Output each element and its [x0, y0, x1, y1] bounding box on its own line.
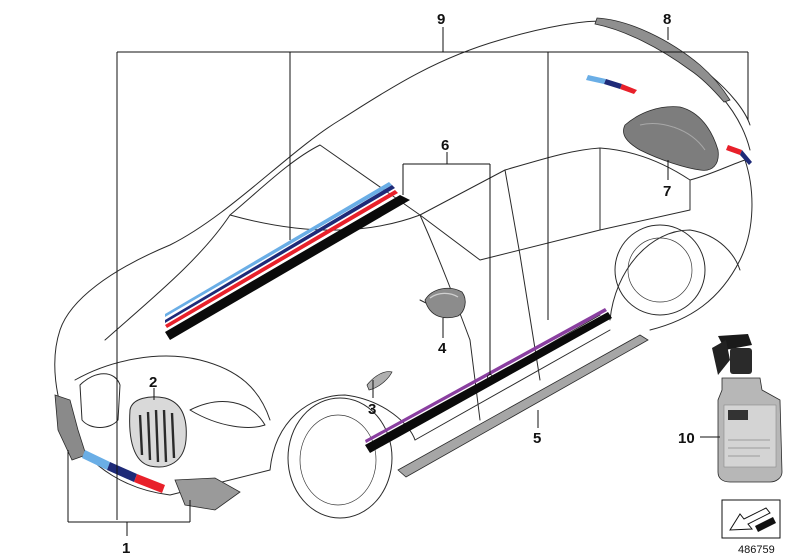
rear-spoiler-part — [594, 17, 731, 103]
side-skirt-part — [397, 334, 649, 478]
rear-side-stripe-decal — [726, 145, 752, 165]
callout-10: 10 — [678, 430, 695, 447]
rear-diffuser-part — [623, 106, 719, 171]
leader-lines — [67, 27, 749, 536]
side-gill-trim-part — [366, 371, 393, 391]
orientation-arrow-icon — [721, 499, 781, 539]
mirror-cap-part — [424, 287, 466, 319]
callout-1: 1 — [122, 540, 130, 557]
callout-7: 7 — [663, 183, 671, 200]
reference-number: 486759 — [738, 544, 775, 556]
callout-4: 4 — [438, 340, 447, 357]
trunk-stripe-decal — [586, 75, 637, 94]
callout-9: 9 — [437, 11, 445, 28]
hood-roof-stripe-decal — [165, 182, 410, 340]
kidney-grille-part — [129, 396, 187, 468]
cleaner-spray-bottle — [712, 334, 783, 483]
callout-2: 2 — [149, 374, 157, 391]
callout-3: 3 — [368, 401, 376, 418]
front-splitter-parts — [54, 394, 241, 511]
callout-6: 6 — [441, 137, 449, 154]
callout-labels: 1 2 3 4 5 6 7 8 9 10 — [122, 11, 695, 557]
side-sill-stripe-decal — [365, 308, 612, 453]
callout-5: 5 — [533, 430, 541, 447]
callout-8: 8 — [663, 11, 671, 28]
